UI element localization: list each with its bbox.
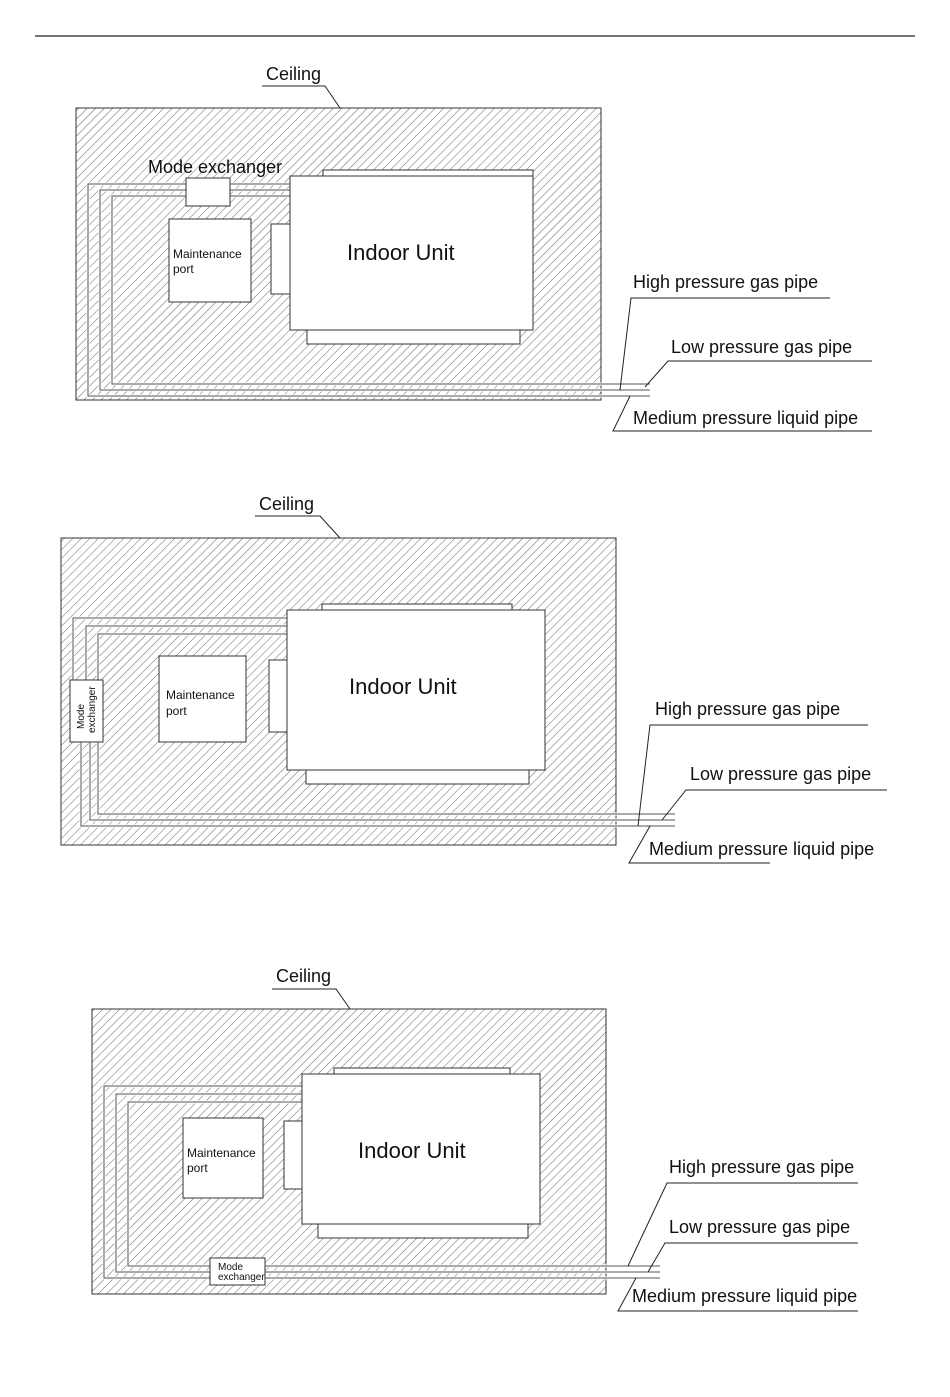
low-pipe-label: Low pressure gas pipe [690,764,871,784]
mode-exchanger-box [209,1257,266,1286]
indoor-unit-side [283,1120,304,1190]
maintenance-label-1: Maintenance [166,688,235,702]
maintenance-label-2: port [187,1161,208,1175]
high-pipe-leader [619,297,830,391]
indoor-unit-bottom-flange [305,769,530,785]
indoor-unit-side [268,659,289,733]
liquid-pipe-leader [612,395,872,432]
ceiling-leader [255,515,341,539]
maintenance-port [168,218,252,303]
low-pipe-label: Low pressure gas pipe [669,1217,850,1237]
maintenance-port [182,1117,264,1199]
diagram-1: Ceiling Mode exchanger Maintenance port … [75,64,872,432]
indoor-unit-bottom-flange [306,329,521,345]
low-pipe-leader [647,1242,858,1273]
maintenance-label-2: port [166,704,187,718]
indoor-unit-side [270,223,292,295]
high-pipe-label: High pressure gas pipe [669,1157,854,1177]
mode-exchanger-label-1: Mode [218,1262,243,1273]
ceiling-leader [272,988,351,1010]
maintenance-port [158,655,247,743]
liquid-pipe-leader [628,825,770,864]
ceiling-label: Ceiling [266,64,321,84]
indoor-unit [289,175,534,331]
mode-exchanger-box [69,679,104,743]
indoor-unit-label: Indoor Unit [347,240,455,265]
ceiling-leader [262,85,341,109]
mode-exchanger-label-2: exchanger [87,686,98,733]
mode-exchanger-label-2: exchanger [218,1272,265,1283]
indoor-unit [301,1073,541,1225]
liquid-pipe-label: Medium pressure liquid pipe [632,1286,857,1306]
high-pipe-label: High pressure gas pipe [655,699,840,719]
indoor-unit [286,609,546,771]
high-pipe-leader [627,1182,858,1267]
liquid-pipe-label: Medium pressure liquid pipe [649,839,874,859]
pipe-route [102,1084,660,1280]
pipe-route [71,616,675,828]
mode-exchanger-label: Mode exchanger [148,157,282,177]
indoor-unit-bottom-flange [317,1223,529,1239]
ceiling-label: Ceiling [259,494,314,514]
diagram-2: Ceiling Mode exchanger Maintenance port [60,494,887,864]
high-pipe-label: High pressure gas pipe [633,272,818,292]
indoor-unit-label: Indoor Unit [358,1138,466,1163]
mode-exchanger-label-1: Mode [76,704,87,729]
indoor-unit-label: Indoor Unit [349,674,457,699]
high-pipe-leader [637,724,868,827]
low-pipe-leader [661,789,887,821]
liquid-pipe-leader [617,1277,858,1312]
maintenance-label-2: port [173,262,194,276]
maintenance-label-1: Maintenance [173,247,242,261]
low-pipe-label: Low pressure gas pipe [671,337,852,357]
low-pipe-leader [644,360,872,388]
mode-exchanger-box [185,177,231,207]
liquid-pipe-label: Medium pressure liquid pipe [633,408,858,428]
diagram-3: Ceiling Mode exchanger Maintenance port … [91,966,858,1312]
maintenance-label-1: Maintenance [187,1146,256,1160]
ceiling-label: Ceiling [276,966,331,986]
